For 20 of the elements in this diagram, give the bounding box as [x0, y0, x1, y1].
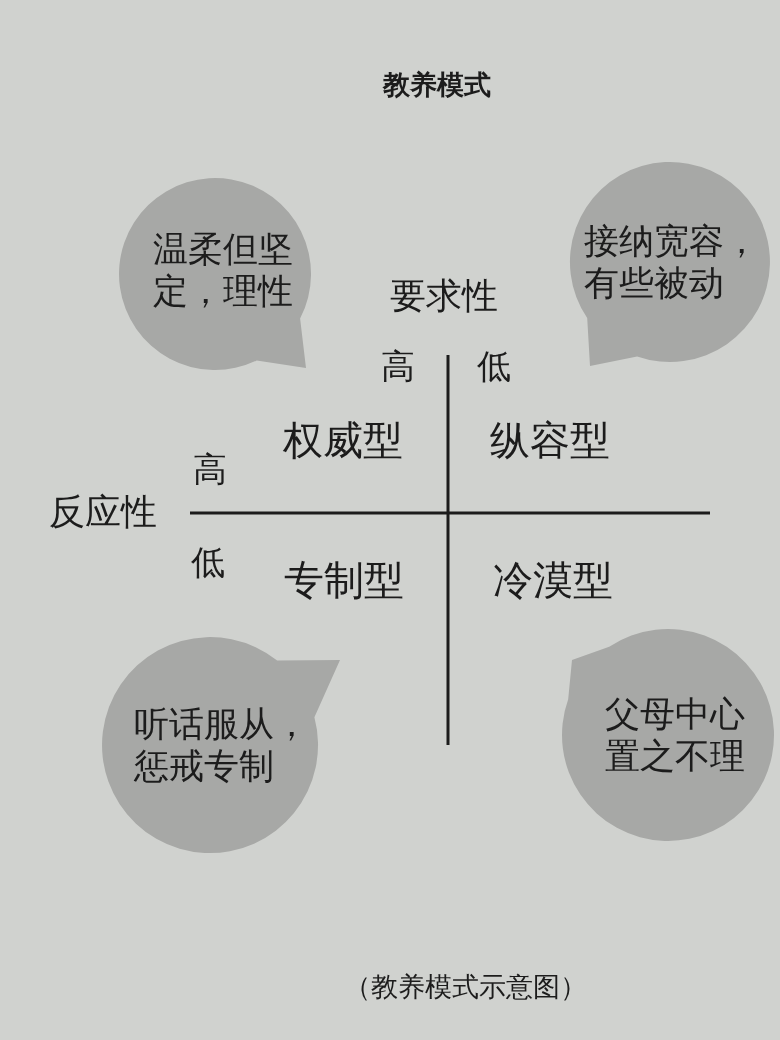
- bubble-text: 父母中心置之不理: [604, 693, 746, 777]
- scale-label: 高: [193, 452, 227, 488]
- quadrant-label: 权威型: [283, 419, 403, 461]
- scale-label: 低: [477, 349, 511, 385]
- axis-label: 要求性: [390, 277, 498, 315]
- caption: （教养模式示意图）: [343, 972, 587, 1002]
- scale-label: 低: [191, 545, 225, 581]
- bubble-text: 温柔但坚定，理性: [152, 228, 294, 312]
- bubble-text: 接纳宽容，有些被动: [583, 220, 760, 304]
- quadrant-label: 冷漠型: [493, 559, 613, 601]
- scale-label: 高: [381, 349, 415, 385]
- bubble-text: 听话服从，惩戒专制: [133, 703, 310, 787]
- speech-bubble: [561, 628, 775, 842]
- speech-bubble: [569, 161, 771, 367]
- speech-bubble: [101, 636, 341, 854]
- quadrant-label: 专制型: [284, 559, 404, 601]
- axis-label: 反应性: [49, 493, 157, 531]
- speech-bubble: [118, 177, 312, 371]
- quadrant-label: 纵容型: [490, 419, 610, 461]
- title: 教养模式: [383, 70, 491, 100]
